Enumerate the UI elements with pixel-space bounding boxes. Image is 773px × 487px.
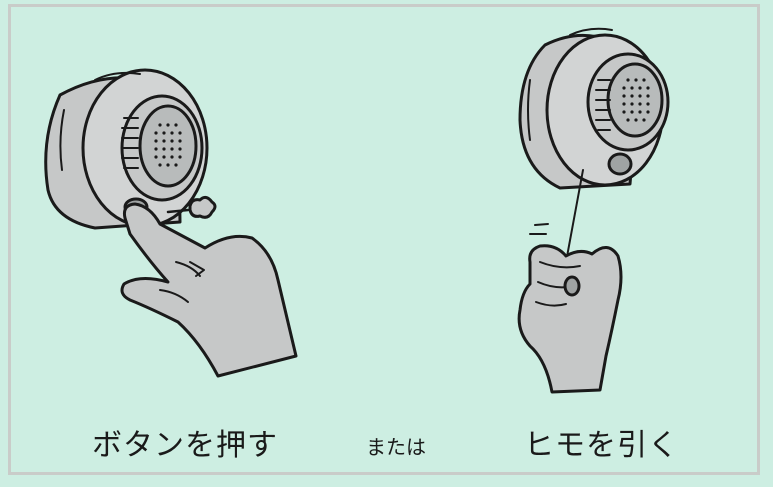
right-smoke-detector-icon [518, 27, 670, 190]
caption-pull-string: ヒモを引く [524, 428, 679, 463]
left-hand-icon [120, 202, 298, 378]
illustration-frame [8, 4, 760, 475]
motion-lines-icon [529, 223, 549, 235]
right-hand-icon [517, 244, 623, 394]
left-smoke-detector-icon [44, 68, 209, 230]
pull-string-icon [565, 169, 584, 263]
caption-or: または [366, 435, 426, 459]
caption-push-button: ボタンを押す [92, 428, 278, 463]
air-puff-icon [166, 195, 217, 219]
